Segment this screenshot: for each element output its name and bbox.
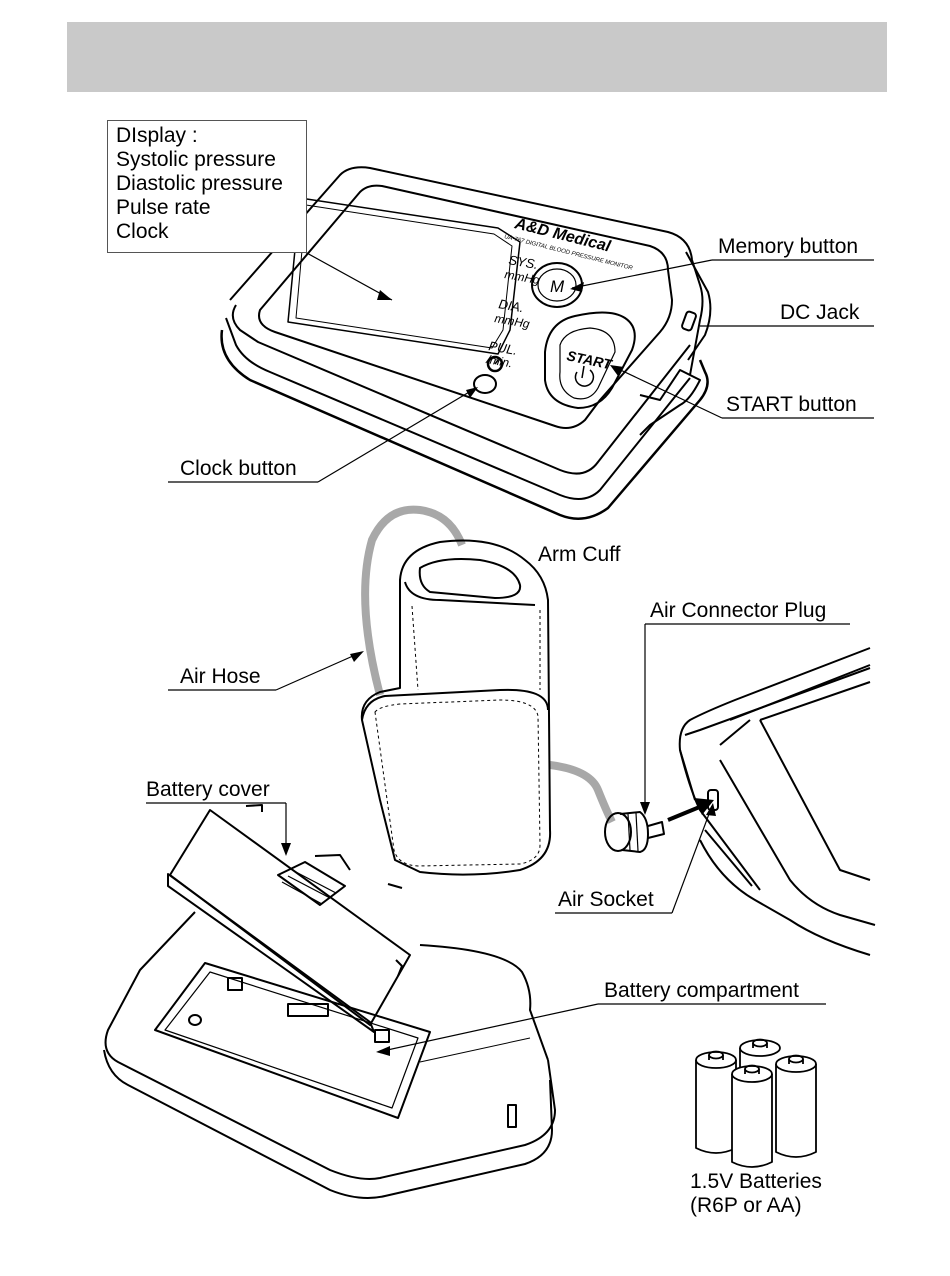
dia-unit: mmHg	[493, 311, 531, 331]
battery-cover-part	[167, 804, 411, 1033]
aa-batteries	[695, 1038, 817, 1168]
start-button-label: START button	[726, 393, 857, 416]
air-hose-label: Air Hose	[180, 665, 261, 688]
start-key-text: START	[565, 347, 614, 372]
memory-button-label: Memory button	[718, 235, 859, 258]
monitor-side-device	[678, 647, 876, 956]
display-callout-line: Pulse rate	[116, 196, 211, 219]
display-callout-line: Diastolic pressure	[116, 172, 283, 195]
battery-compartment-label: Battery compartment	[604, 979, 799, 1002]
sys-unit: mmHg	[503, 267, 541, 287]
clock-button-label: Clock button	[180, 457, 297, 480]
pul-unit: /min.	[484, 352, 513, 370]
dia-label: DIA.	[497, 296, 525, 315]
air-connector-plug-label: Air Connector Plug	[650, 599, 827, 622]
arrowheads	[281, 282, 716, 1056]
display-callout-line: DIsplay :	[116, 124, 198, 147]
leader-lines	[146, 251, 874, 1053]
display-callout-line: Systolic pressure	[116, 148, 276, 171]
display-callout-line: Clock	[116, 220, 169, 243]
arm-cuff	[360, 505, 665, 876]
air-socket-label: Air Socket	[558, 888, 654, 911]
sys-label: SYS.	[507, 252, 539, 272]
memory-key-text: M	[550, 277, 565, 296]
batteries-label-line2: (R6P or AA)	[690, 1194, 802, 1217]
battery-compartment-part	[103, 911, 556, 1199]
dc-jack-label: DC Jack	[780, 301, 860, 324]
header-bar	[67, 22, 887, 92]
batteries-label-line1: 1.5V Batteries	[690, 1170, 822, 1193]
display-callout: DIsplay : Systolic pressure Diastolic pr…	[107, 120, 307, 253]
pul-label: PUL.	[487, 338, 518, 358]
arm-cuff-label: Arm Cuff	[538, 543, 621, 566]
battery-cover-label: Battery cover	[146, 778, 270, 801]
